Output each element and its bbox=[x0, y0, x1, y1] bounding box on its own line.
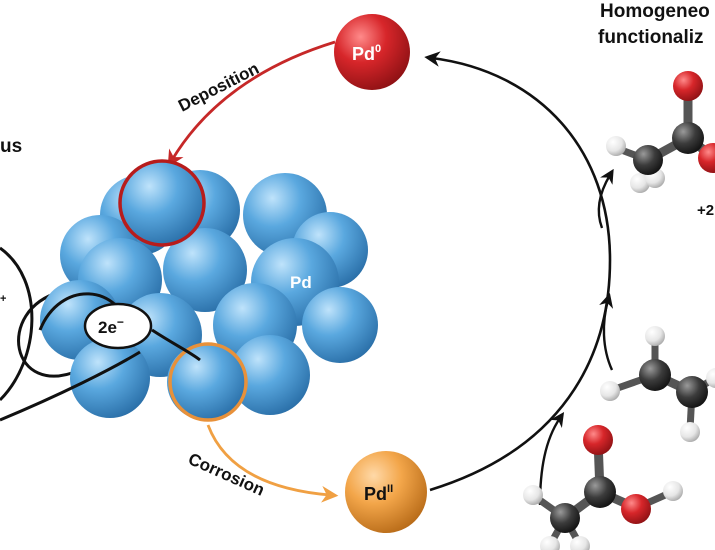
pd2-node: PdII bbox=[345, 451, 427, 533]
hydrogen-atom bbox=[540, 536, 560, 550]
carbon-atom bbox=[584, 476, 616, 508]
deposition-arrow bbox=[167, 40, 336, 168]
carbon-atom bbox=[672, 122, 704, 154]
deposition-label: Deposition bbox=[175, 59, 262, 116]
molecule-acetate-top bbox=[606, 71, 715, 193]
electron-path bbox=[151, 328, 201, 362]
right-fragment-text: +2 bbox=[697, 202, 714, 219]
carbon-atom bbox=[633, 145, 663, 175]
carbon-atom bbox=[676, 376, 708, 408]
hydrogen-atom bbox=[600, 381, 620, 401]
oxygen-atom bbox=[583, 425, 613, 455]
title-line-1: Homogeneo bbox=[600, 1, 710, 22]
pd-sphere bbox=[70, 338, 150, 418]
pd0-label: Pd0 bbox=[352, 43, 381, 64]
pd-sphere bbox=[302, 287, 378, 363]
pd-sphere bbox=[163, 228, 247, 312]
carbon-atom bbox=[550, 503, 580, 533]
hydrogen-atom bbox=[680, 422, 700, 442]
feed-arrow-lower bbox=[538, 412, 565, 506]
oxygen-atom bbox=[673, 71, 703, 101]
left-loop-outer bbox=[17, 290, 81, 378]
hydrogen-atom bbox=[523, 485, 543, 505]
corrosion-site-sphere bbox=[168, 342, 248, 422]
title-line-2: functionaliz bbox=[598, 27, 704, 48]
left-fragment-text: us bbox=[0, 136, 22, 157]
carbon-atom bbox=[639, 359, 671, 391]
oxygen-atom bbox=[621, 494, 651, 524]
left-circuit-lead bbox=[0, 350, 141, 422]
hydrogen-atom bbox=[706, 368, 715, 388]
electron-label: 2e− bbox=[98, 315, 124, 337]
left-circuit-arc bbox=[0, 246, 34, 402]
hydrogen-atom bbox=[606, 136, 626, 156]
corrosion-arrow bbox=[206, 424, 339, 503]
hydrogen-atom bbox=[645, 326, 665, 346]
pd-sphere bbox=[230, 335, 310, 415]
pd2-label: PdII bbox=[364, 483, 393, 504]
pd0-node: Pd0 bbox=[334, 14, 410, 90]
left-sign-text: + bbox=[0, 293, 6, 305]
cluster-pd-label: Pd bbox=[290, 273, 312, 292]
cycle-arc bbox=[424, 51, 612, 492]
oxygen-atom bbox=[698, 143, 715, 173]
feed-arrow-middle bbox=[599, 293, 614, 371]
electron-bubble: 2e− bbox=[83, 302, 153, 350]
deposition-site-sphere bbox=[118, 159, 206, 247]
feed-arrow-upper bbox=[597, 168, 614, 229]
molecule-acetic-acid bbox=[523, 425, 683, 550]
hydrogen-atom bbox=[570, 536, 590, 550]
molecule-ethylene bbox=[600, 326, 715, 442]
pd-cluster bbox=[40, 159, 378, 422]
hydrogen-atom bbox=[663, 481, 683, 501]
